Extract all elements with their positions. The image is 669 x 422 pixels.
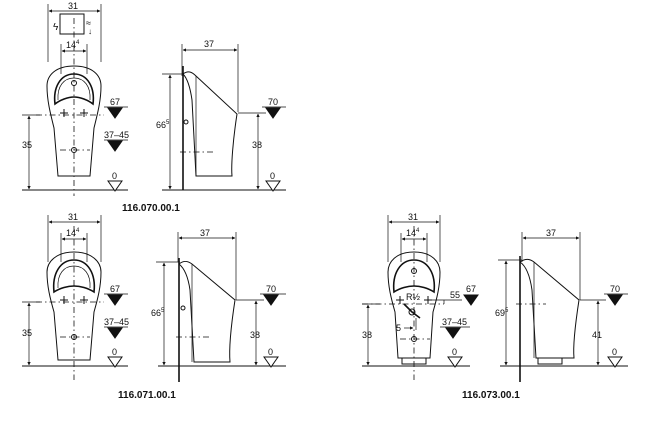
product-code-116-070: 116.070.00.1: [122, 203, 180, 214]
product-116-073-side-view: 37 695 41 70 0: [495, 228, 628, 382]
front-width-label: 31: [68, 212, 78, 222]
side-height-label: 665: [156, 120, 170, 130]
supply-height-label: 55: [450, 290, 460, 300]
side-top-level-label: 70: [266, 284, 276, 294]
side-depth-label: 37: [200, 228, 210, 238]
side-outlet-height-label: 38: [252, 140, 262, 150]
side-outlet-height-label: 41: [592, 330, 602, 340]
side-outlet-height-label: 38: [250, 330, 260, 340]
side-floor-level-label: 0: [270, 171, 275, 181]
front-floor-level-label: 0: [112, 347, 117, 357]
urinal-body: [46, 251, 102, 361]
water-arrow-icon: ↓: [88, 27, 92, 36]
side-top-level-label: 70: [610, 284, 620, 294]
side-floor-level-label: 0: [612, 347, 617, 357]
front-width-label: 31: [68, 1, 78, 11]
inlet-level-label: 67: [110, 284, 120, 294]
front-outlet-height-label: 35: [22, 328, 32, 338]
bowl-width-label: 144: [66, 228, 80, 238]
supply-thread-label: R½: [406, 292, 420, 302]
power-icon: ϟ: [53, 22, 59, 33]
front-floor-level-label: 0: [112, 171, 117, 181]
product-116-071-side-view: 37 665 38 70 0: [151, 228, 286, 382]
side-height-label: 665: [151, 308, 165, 318]
side-top-level-label: 70: [268, 97, 278, 107]
product-code-116-071: 116.071.00.1: [118, 390, 176, 401]
inlet-range-label: 37–45: [104, 317, 129, 327]
front-outlet-height-label: 35: [22, 140, 32, 150]
urinal-side-profile: [182, 71, 238, 177]
bowl-width-label: 144: [406, 228, 420, 238]
water-flow-icon: ≈: [86, 18, 91, 28]
supply-valve: [408, 308, 416, 316]
side-depth-label: 37: [204, 39, 214, 49]
inlet-level-label: 67: [466, 284, 476, 294]
inlet-level-label: 67: [110, 97, 120, 107]
front-floor-level-label: 0: [452, 347, 457, 357]
urinal-side-profile: [178, 260, 236, 363]
product-116-070-side-view: 37 665 38 70 0: [156, 39, 286, 192]
supply-offset-label: 5: [396, 323, 401, 333]
sensor-box: [59, 13, 85, 35]
product-116-070-front-view: ϟ ≈ ↓ 31 144 35 67: [22, 1, 129, 196]
product-code-116-073: 116.073.00.1: [462, 390, 520, 401]
inlet-range-label: 37–45: [104, 130, 129, 140]
product-116-073-front-view: 31 144 R½ 5 38 55 67 37–45: [362, 212, 479, 380]
side-height-label: 695: [495, 308, 509, 318]
side-floor-level-label: 0: [268, 347, 273, 357]
front-width-label: 31: [408, 212, 418, 222]
bowl-width-label: 144: [66, 40, 80, 50]
inlet-range-label: 37–45: [442, 317, 467, 327]
product-116-071-front-view: 31 144 35 67 37–45 0: [22, 212, 129, 380]
front-outlet-height-label: 38: [362, 330, 372, 340]
urinal-side-profile: [519, 258, 580, 359]
side-depth-label: 37: [546, 228, 556, 238]
